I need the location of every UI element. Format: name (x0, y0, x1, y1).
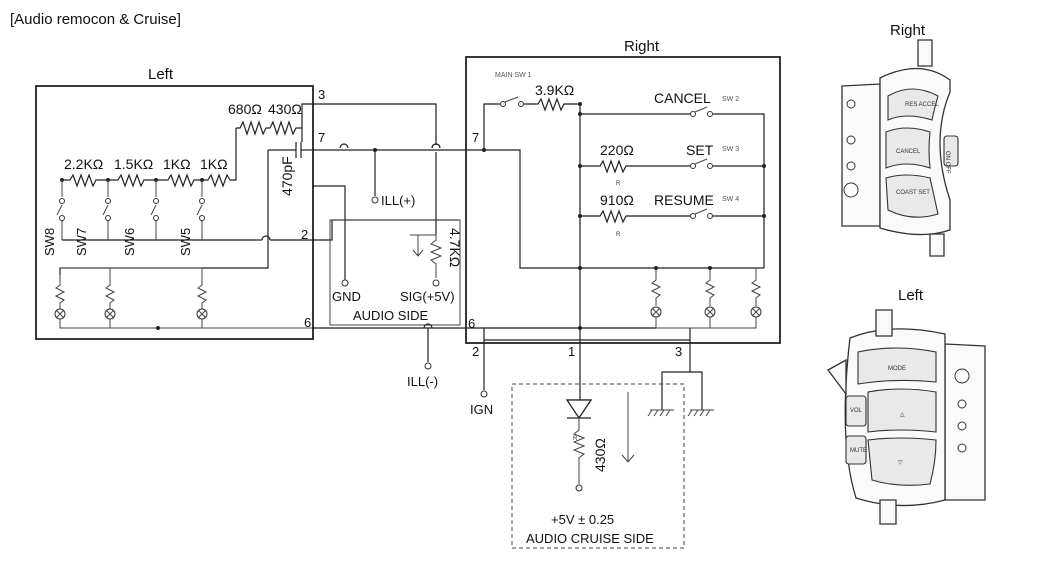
right-pin-2: 2 (472, 344, 479, 359)
resume-resistor-label: 910Ω (600, 192, 634, 208)
mode-button: MODE (888, 366, 906, 372)
diagram-title: [Audio remocon & Cruise] (10, 11, 181, 28)
resume-r-mark: R (616, 232, 621, 238)
cruise-r-mark: R (573, 436, 578, 442)
left-steering-switch-illustration (827, 309, 986, 525)
gnd-label: GND (332, 289, 361, 304)
vol-button: VOL (850, 408, 863, 414)
left-pin-6: 6 (304, 315, 311, 330)
left-illustration-title: Left (898, 287, 924, 304)
left-unit-title: Left (148, 66, 174, 83)
left-pin-2: 2 (301, 227, 308, 242)
right-pin-7: 7 (472, 130, 479, 145)
left-switches (56, 180, 205, 240)
right-pin-6: 6 (468, 316, 475, 331)
cruise-diode (565, 399, 593, 492)
sw8-label: SW8 (42, 228, 57, 256)
capacitor-label: 470pF (279, 156, 295, 196)
sw5-label: SW5 (178, 228, 193, 256)
left-pin-7: 7 (318, 130, 325, 145)
set-r-mark: R (616, 181, 621, 187)
resistor-chain (62, 173, 231, 188)
ground-symbols (647, 409, 714, 417)
main-resistor-label: 3.9KΩ (535, 82, 574, 98)
right-illustration-title: Right (890, 22, 926, 39)
cruise-resistor-label: 430Ω (592, 438, 608, 472)
mute-button: MUTE (850, 448, 867, 454)
ill-minus-label: ILL(-) (407, 374, 438, 389)
set-sw-label: SW 3 (722, 146, 739, 153)
right-leds (650, 266, 762, 329)
up-arrow-icon: △ (900, 412, 905, 418)
sw7-label: SW7 (74, 228, 89, 256)
resistor-680-430 (236, 120, 302, 136)
down-arrow-icon: ▽ (898, 460, 903, 466)
audio-resistor-4-7k-label: 4.7KΩ (447, 228, 463, 267)
cruise-side-caption: AUDIO CRUISE SIDE (526, 531, 654, 546)
cruise-side-box (511, 383, 685, 549)
set-label: SET (686, 142, 714, 158)
main-sw-label: MAIN SW 1 (495, 72, 532, 79)
set-resistor-label: 220Ω (600, 142, 634, 158)
cancel-button-label: CANCEL (896, 149, 921, 155)
resume-sw-label: SW 4 (722, 196, 739, 203)
coast-set-button: COAST SET (896, 190, 930, 196)
sw6-label: SW6 (122, 228, 137, 256)
audio-side-pullup (410, 234, 443, 278)
cruise-voltage-label: +5V ± 0.25 (551, 512, 614, 527)
ign-label: IGN (470, 402, 493, 417)
sig-5v-label: SIG(+5V) (400, 289, 455, 304)
audio-side-box (329, 219, 461, 326)
left-pin-3: 3 (318, 87, 325, 102)
resistor-2-2k-label: 2.2KΩ (64, 156, 103, 172)
cancel-sw-label: SW 2 (722, 96, 739, 103)
right-steering-switch-illustration (841, 39, 959, 257)
right-unit-box (465, 56, 781, 344)
res-accel-button: RES ACCEL (905, 102, 939, 108)
resistor-1-5k-label: 1.5KΩ (114, 156, 153, 172)
cancel-label: CANCEL (654, 90, 711, 106)
left-leds (54, 267, 312, 330)
ill-plus-label: ILL(+) (381, 193, 415, 208)
right-pin-3: 3 (675, 344, 682, 359)
resistor-430-label: 430Ω (268, 101, 302, 117)
right-pin-1: 1 (568, 344, 575, 359)
audio-side-caption: AUDIO SIDE (353, 308, 428, 323)
resistor-680-label: 680Ω (228, 101, 262, 117)
resistor-1k-a-label: 1KΩ (163, 156, 191, 172)
resume-label: RESUME (654, 192, 714, 208)
left-unit-box (35, 85, 314, 340)
right-unit-title: Right (624, 38, 660, 55)
resistor-1k-b-label: 1KΩ (200, 156, 228, 172)
on-off-button: ON OFF (944, 151, 950, 174)
